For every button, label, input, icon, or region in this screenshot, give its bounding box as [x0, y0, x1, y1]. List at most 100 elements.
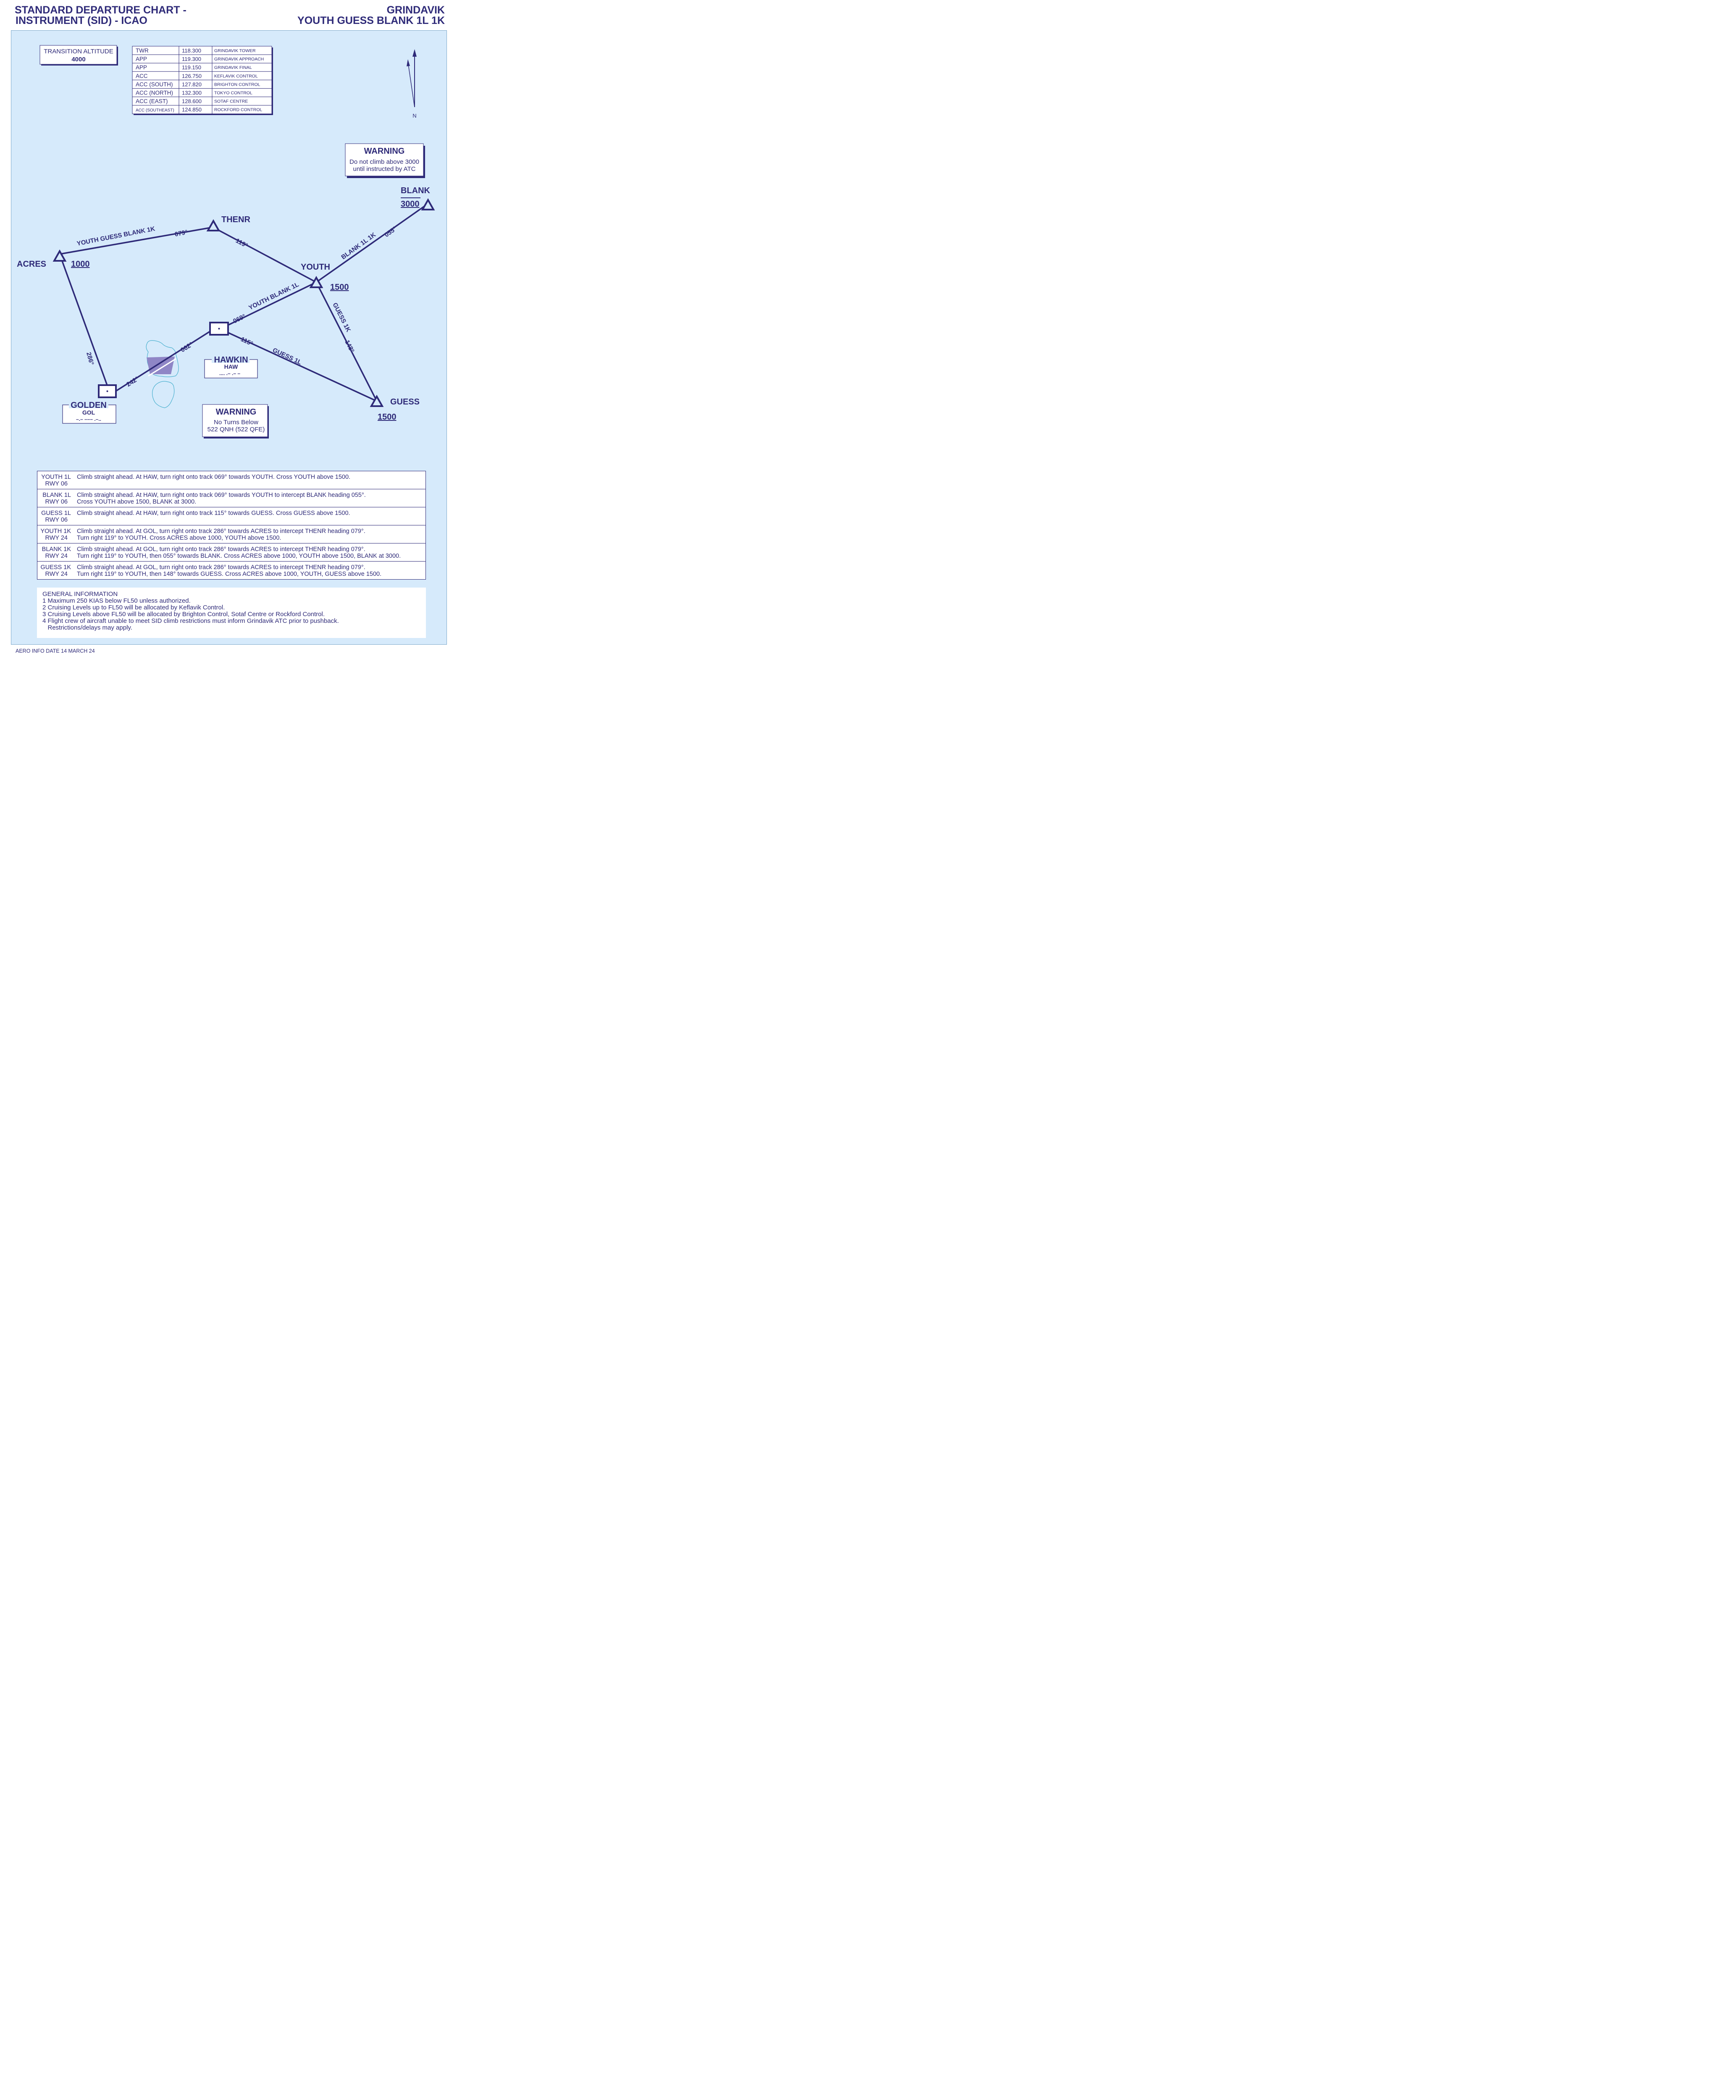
procedure-names: YOUTH GUESS BLANK 1L 1K — [297, 15, 445, 26]
warning-box-bottom: WARNING No Turns Below 522 QNH (522 QFE) — [202, 404, 269, 438]
freq-service: ACC (NORTH) — [136, 90, 173, 96]
route-label-guess1l: GUESS 1L — [271, 346, 302, 366]
procedure-description: Climb straight ahead. At GOL, turn right… — [75, 561, 426, 580]
procedure-name: GUESS 1L — [41, 510, 71, 517]
warning-box-top: WARNING Do not climb above 3000 until in… — [345, 143, 425, 178]
route-golden-to-hawkin — [116, 331, 210, 392]
runway-centerline — [148, 358, 176, 377]
route-label-trk069: 069° — [232, 313, 247, 325]
waypoint-blank-triangle-icon — [421, 198, 435, 210]
warning-bottom-line2: 522 QNH (522 QFE) — [207, 426, 265, 433]
freq-unit-name: GRINDAVIK APPROACH — [214, 57, 264, 62]
chart-title-line1: STANDARD DEPARTURE CHART - — [15, 4, 186, 16]
warning-top-title: WARNING — [364, 147, 405, 156]
freq-service: ACC (EAST) — [136, 98, 168, 105]
freq-unit-name: ROCKFORD CONTROL — [214, 108, 262, 113]
route-youth-to-blank — [315, 203, 429, 283]
procedure-description: Climb straight ahead. At HAW, turn right… — [75, 489, 426, 507]
route-label-trk286: 286° — [85, 352, 95, 366]
procedure-text-line: Climb straight ahead. At GOL, turn right… — [77, 546, 365, 553]
transition-altitude-label: TRANSITION ALTITUDE — [44, 48, 113, 55]
waypoint-guess-name: GUESS — [390, 397, 420, 407]
north-label: N — [412, 113, 416, 119]
route-label-trk079: 079° — [174, 228, 189, 238]
spacer — [77, 480, 424, 487]
golden-name: GOLDEN — [71, 401, 107, 410]
freq-service: ACC (SOUTH) — [136, 81, 173, 87]
procedure-name: YOUTH 1K — [40, 528, 71, 535]
route-hawkin-to-youth — [228, 281, 317, 326]
freq-value: 118.300 — [182, 47, 201, 54]
waypoint-youth-triangle-icon — [309, 276, 323, 288]
general-info-item: 4 Flight crew of aircraft unable to meet… — [42, 617, 339, 625]
route-hawkin-to-guess — [228, 332, 377, 402]
procedure-text-line: Cross YOUTH above 1500, BLANK at 3000. — [77, 499, 197, 505]
general-info-item: 1 Maximum 250 KIAS below FL50 unless aut… — [42, 597, 191, 604]
freq-unit-name: GRINDAVIK TOWER — [214, 48, 256, 53]
procedure-name: GUESS 1K — [40, 564, 71, 571]
freq-service: APP — [136, 64, 147, 71]
general-information: GENERAL INFORMATION 1 Maximum 250 KIAS b… — [37, 588, 426, 638]
hawkin-ndb-icon — [209, 322, 229, 336]
waypoint-triangles — [53, 198, 435, 407]
procedure-text-line: Turn right 119° to YOUTH. Cross ACRES ab… — [77, 535, 281, 541]
hawkin-name: HAWKIN — [214, 355, 248, 365]
freq-value: 119.150 — [182, 64, 201, 71]
transition-altitude-value: 4000 — [71, 56, 85, 63]
waypoint-acres-triangle-icon — [53, 249, 67, 262]
freq-service: ACC — [136, 73, 148, 79]
waypoint-youth-alt: 1500 — [330, 283, 349, 292]
hawkin-morse: .... .– .– – — [219, 370, 240, 376]
airport-island-shapes — [146, 340, 179, 408]
route-youth-to-guess — [315, 282, 378, 402]
route-label-blank_route: BLANK 1L 1K — [340, 231, 377, 261]
general-info-item: 2 Cruising Levels up to FL50 will be all… — [42, 604, 225, 611]
freq-unit-name: TOKYO CONTROL — [214, 91, 252, 96]
freq-unit-name: BRIGHTON CONTROL — [214, 82, 260, 87]
procedure-runway: RWY 24 — [45, 571, 68, 578]
waypoint-blank-alt: 3000 — [401, 200, 420, 209]
waypoint-thenr-triangle-icon — [206, 219, 221, 231]
freq-unit-name: KEFLAVIK CONTROL — [214, 74, 258, 79]
hawkin-ident: HAW — [224, 363, 238, 370]
freq-unit-name: GRINDAVIK FINAL — [214, 65, 252, 70]
procedure-runway: RWY 24 — [45, 535, 68, 541]
warning-bottom-line1: No Turns Below — [214, 419, 258, 426]
golden-ident: GOL — [82, 409, 95, 416]
general-info-item: Restrictions/delays may apply. — [42, 624, 132, 631]
procedure-text-line: Turn right 119° to YOUTH, then 148° towa… — [77, 571, 382, 578]
route-label-trk115: 115° — [239, 336, 254, 347]
procedure-runway: RWY 24 — [45, 553, 68, 559]
procedure-name: BLANK 1L — [42, 492, 71, 499]
procedure-description: Climb straight ahead. At HAW, turn right… — [75, 471, 426, 489]
procedure-description: Climb straight ahead. At HAW, turn right… — [75, 507, 426, 525]
north-arrow-icon: N — [407, 49, 417, 119]
route-acres-to-golden — [59, 254, 108, 386]
warning-top-line1: Do not climb above 3000 — [349, 158, 419, 165]
general-info-title: GENERAL INFORMATION — [42, 591, 118, 598]
freq-value: 126.750 — [182, 73, 202, 79]
freq-value: 119.300 — [182, 56, 201, 62]
freq-service: TWR — [136, 47, 149, 54]
transition-altitude-box: TRANSITION ALTITUDE 4000 — [39, 45, 118, 66]
procedure-runway: RWY 06 — [45, 480, 68, 487]
waypoint-acres-name: ACRES — [17, 260, 46, 269]
freq-value: 128.600 — [182, 98, 202, 105]
aero-info-date: AERO INFO DATE 14 MARCH 24 — [16, 648, 95, 654]
procedure-name: BLANK 1K — [42, 546, 71, 553]
procedure-runway: RWY 06 — [45, 499, 68, 505]
procedure-description: Climb straight ahead. At GOL, turn right… — [75, 525, 426, 543]
golden-label-box: GOLDEN GOL –.– ––– .–.. — [62, 401, 116, 424]
warning-bottom-title: WARNING — [216, 407, 257, 417]
golden-ndb-icon — [98, 384, 117, 398]
general-info-item: 3 Cruising Levels above FL50 will be all… — [42, 611, 325, 618]
